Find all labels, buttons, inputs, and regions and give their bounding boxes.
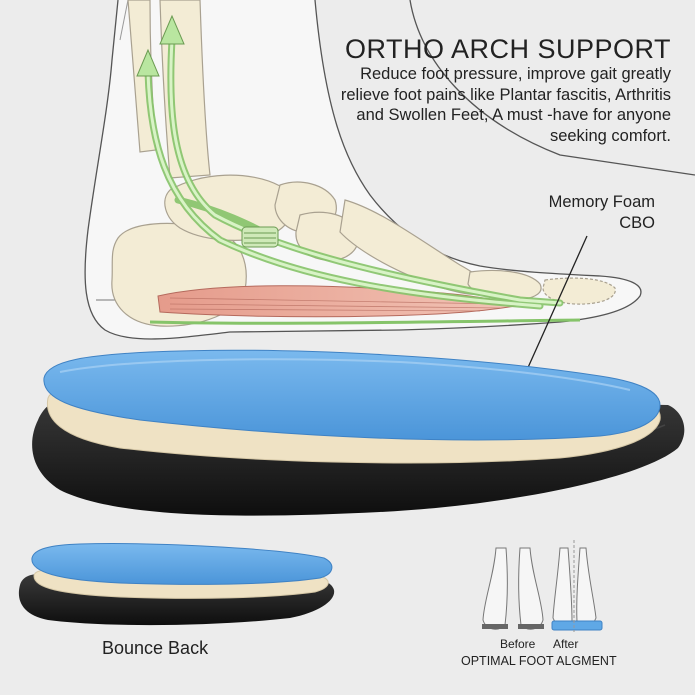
- insole-foam: [43, 349, 661, 441]
- after-label: After: [553, 637, 579, 651]
- arrow-up-icon: [136, 48, 160, 77]
- after-feet: [551, 540, 603, 632]
- tendons-highlight: [146, 38, 562, 308]
- plantar-fascia: [149, 318, 581, 325]
- headline: ORTHO ARCH SUPPORT: [345, 34, 672, 64]
- memory-foam-line1: Memory Foam: [548, 193, 655, 211]
- muscle-fibers: [169, 297, 501, 312]
- bounce-back-label: Bounce Back: [102, 638, 209, 658]
- before-feet: [482, 547, 544, 630]
- insole-small: [18, 543, 335, 626]
- memory-foam-line2: CBO: [619, 214, 655, 232]
- before-label: Before: [500, 637, 536, 651]
- ligament-band: [241, 226, 279, 248]
- description: Reduce foot pressure, improve gait great…: [340, 65, 671, 145]
- arrow-up-icon: [159, 14, 185, 45]
- insole-main: [32, 349, 685, 516]
- memory-foam-label: Memory Foam CBO: [549, 192, 655, 234]
- alignment-caption: OPTIMAL FOOT ALGMENT: [461, 654, 617, 668]
